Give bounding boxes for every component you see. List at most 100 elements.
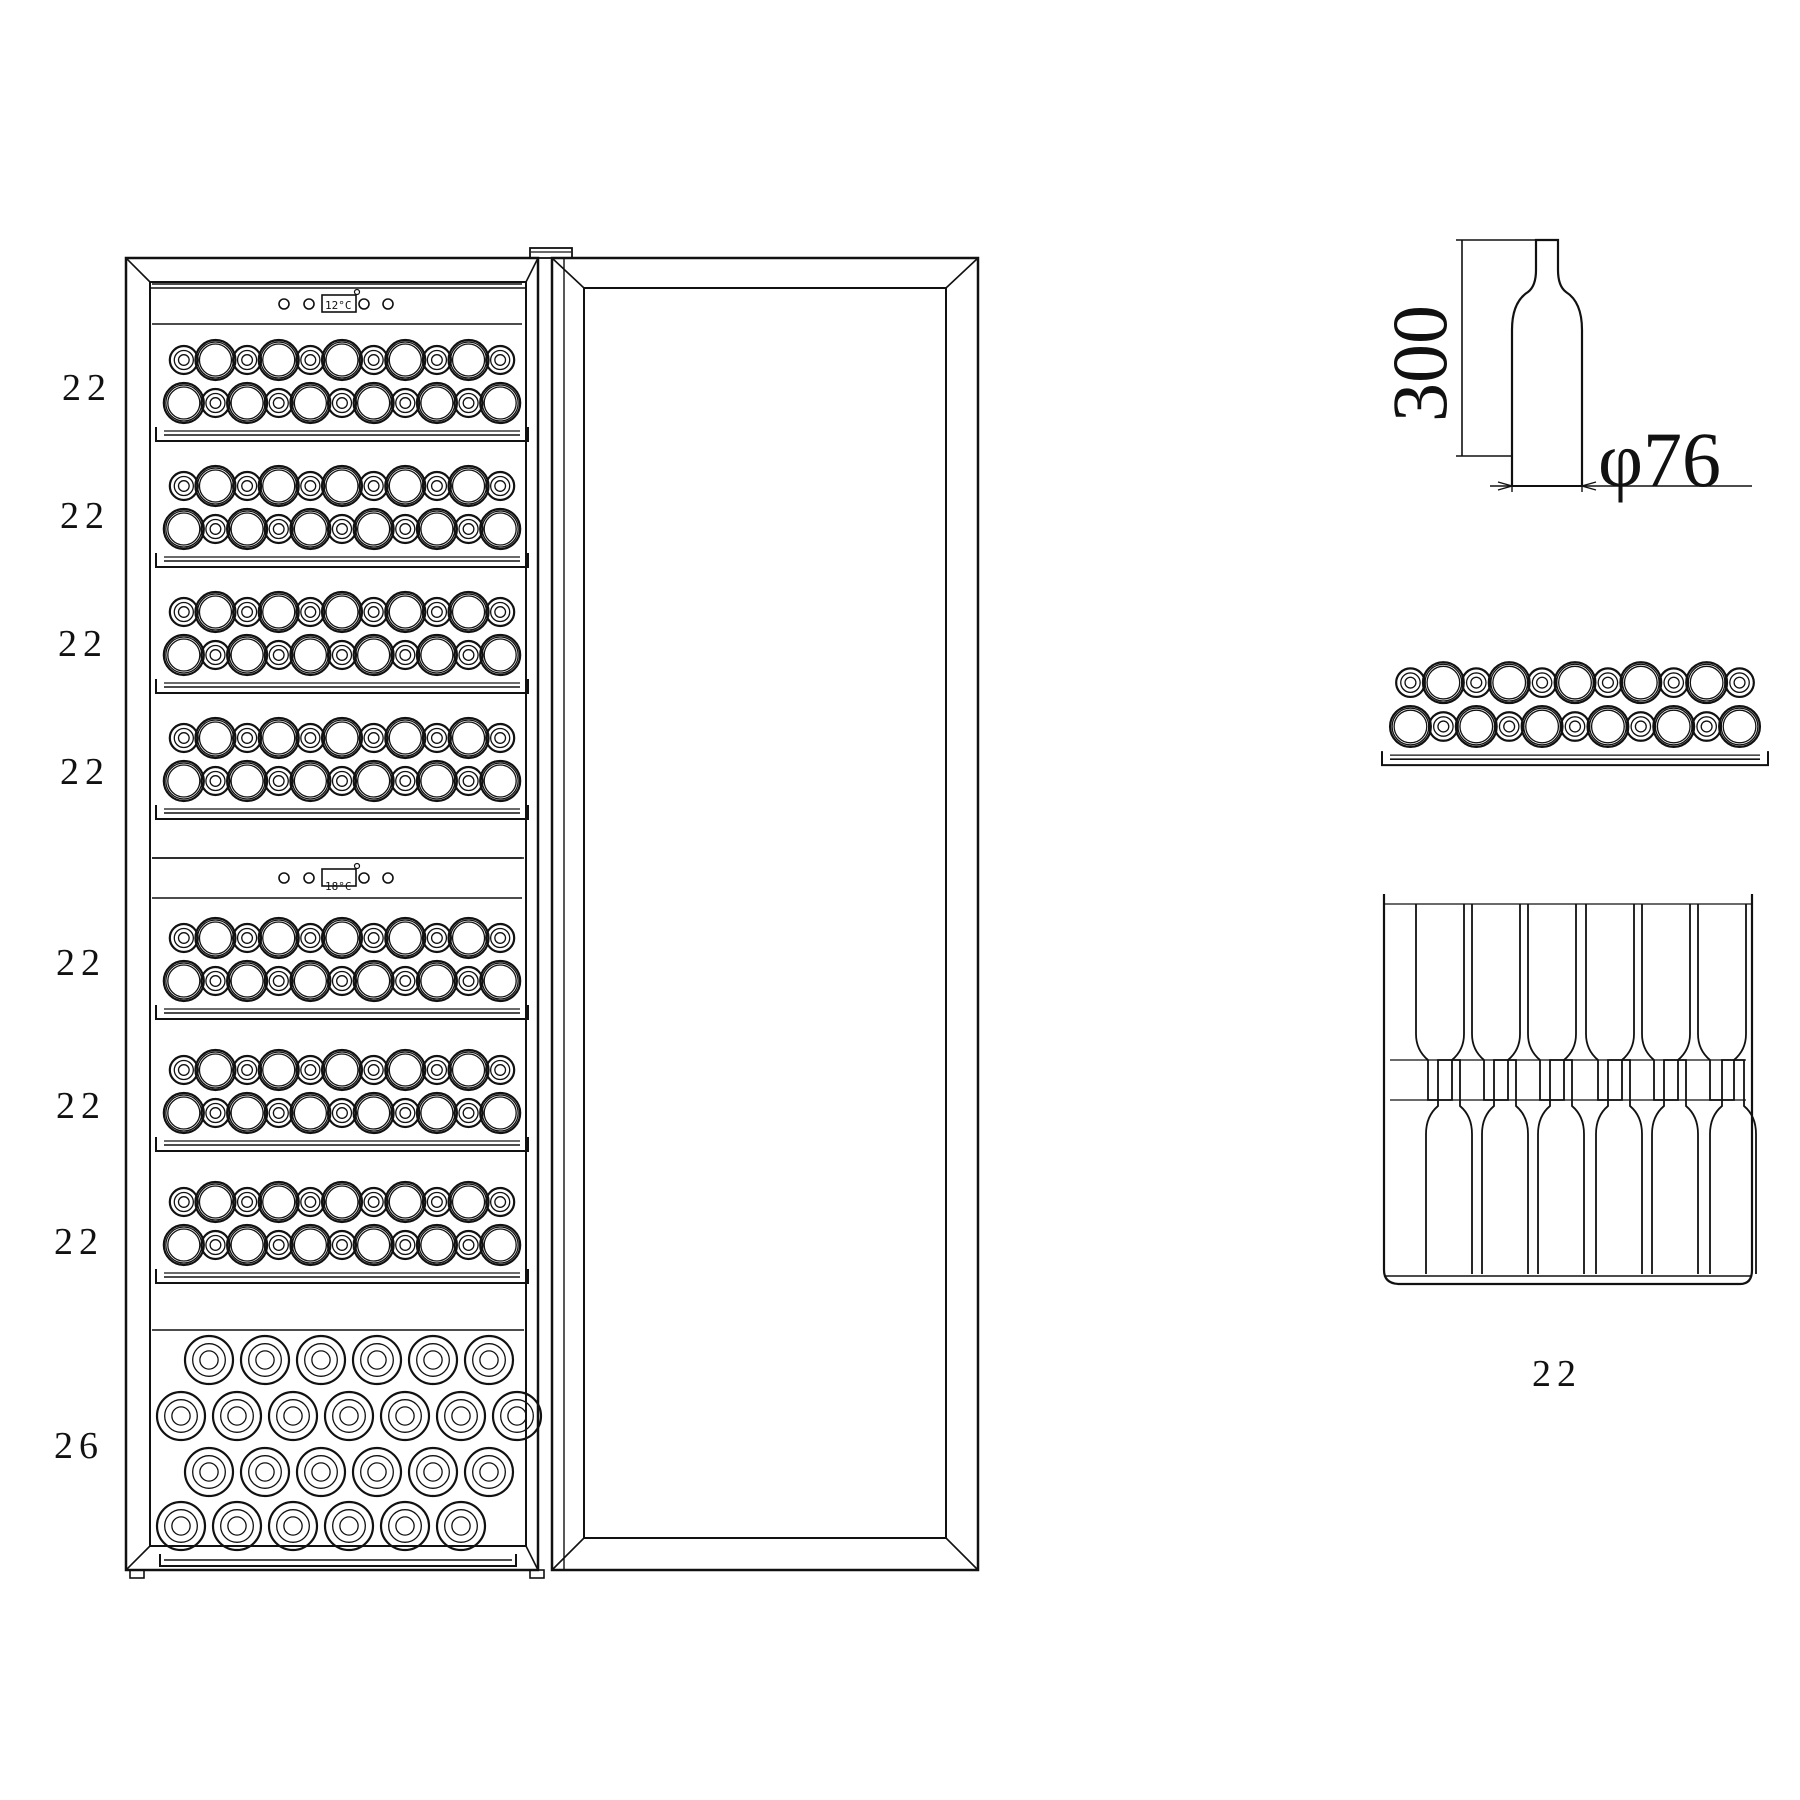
bottle-neck-cork xyxy=(367,732,380,744)
bottle-end-ring xyxy=(293,1228,328,1262)
bottle-neck-cork xyxy=(399,775,412,787)
bottle-end-ring xyxy=(167,512,201,546)
bottle-neck-cork xyxy=(395,1406,415,1426)
bottle-end-ring xyxy=(262,343,296,377)
bottle-end-ring xyxy=(325,721,359,755)
bottle-end xyxy=(194,916,237,960)
bottle-end-ring xyxy=(388,921,422,955)
bottle-neck-cork xyxy=(304,480,317,492)
bottle-neck-cork xyxy=(209,975,222,987)
bottle-neck-end xyxy=(485,596,516,628)
bottle-end xyxy=(289,1091,332,1135)
bottle-end xyxy=(257,464,300,508)
shelf-count-1: 22 xyxy=(62,367,112,409)
zone-display-lower: 18°C xyxy=(325,880,352,893)
bottle-neck-cork xyxy=(479,1462,499,1482)
bottle-end-ring xyxy=(354,510,393,548)
bottle-neck-ring xyxy=(500,1399,534,1433)
bottle-end-ring xyxy=(418,1226,456,1264)
bottle-neck-end xyxy=(379,1390,431,1442)
bottle-neck-cork xyxy=(227,1406,247,1426)
bottle-neck-ring xyxy=(331,970,353,992)
bottle-end-ring xyxy=(451,921,486,955)
bottle-neck-ring xyxy=(248,1343,282,1377)
bottle-neck-ring xyxy=(268,518,289,540)
bottle-end xyxy=(194,1180,237,1224)
bottle-neck-end xyxy=(155,1390,207,1442)
bottle-end-ring xyxy=(483,638,517,672)
bottle-end xyxy=(225,507,269,551)
bottle-end-ring xyxy=(1391,707,1430,746)
bottle-end-ring xyxy=(323,919,361,957)
bottle-neck-cork xyxy=(283,1406,303,1426)
side-bottle-upper xyxy=(1585,904,1635,1101)
bottle-end xyxy=(257,1180,300,1224)
bottle-neck-cork xyxy=(241,354,254,366)
shelf-rail xyxy=(155,553,529,568)
bottle-neck-ring xyxy=(490,1191,511,1213)
cabinet-foot xyxy=(129,1569,145,1579)
bottle-end xyxy=(320,916,364,960)
bottle-neck-end xyxy=(295,1446,347,1498)
bottle-end-ring xyxy=(354,636,393,674)
bottle-end-ring xyxy=(325,921,359,955)
bottle-end-ring xyxy=(356,964,391,998)
bottle-neck-end xyxy=(485,1186,516,1218)
bottle-neck-cork xyxy=(241,606,254,618)
bottle-neck-ring xyxy=(173,927,194,949)
bevel xyxy=(525,1545,539,1571)
bottle-neck-cork xyxy=(304,354,317,366)
shelf-rail xyxy=(155,805,529,820)
bottle-neck-cork xyxy=(494,354,507,366)
bottle-neck-cork xyxy=(430,732,443,744)
bottle-end xyxy=(479,1223,522,1267)
bottle-neck-ring xyxy=(173,1059,194,1081)
bottle-end-ring xyxy=(386,919,424,957)
bottle-neck-ring xyxy=(490,927,511,949)
bottle-end-ring xyxy=(167,1228,201,1262)
bottle-neck-ring xyxy=(360,1455,394,1489)
bottle-neck-cork xyxy=(462,775,475,787)
bottle-end-ring xyxy=(262,469,296,503)
bottle-end-ring xyxy=(449,593,488,631)
bottle-neck-cork xyxy=(272,1107,285,1119)
bottle-neck-end xyxy=(485,722,516,754)
bottle-neck-ring xyxy=(331,644,353,666)
bottle-end xyxy=(289,381,332,425)
bottle-neck-cork xyxy=(462,523,475,535)
bottle-end-ring xyxy=(293,638,328,672)
bottle-end xyxy=(257,1048,300,1092)
bottle-end xyxy=(384,916,427,960)
bottle-end-ring xyxy=(451,721,486,755)
bottle-end xyxy=(257,716,300,760)
bottle-neck-cork xyxy=(430,354,443,366)
bottle-neck-ring xyxy=(236,601,258,623)
bottle-outline xyxy=(1510,238,1584,486)
bottle-neck-cork xyxy=(177,932,190,944)
temperature-display xyxy=(321,868,357,887)
bottle-end xyxy=(384,464,427,508)
bottle-end-ring xyxy=(293,764,328,798)
bottle-end-ring xyxy=(449,341,488,379)
side-bottle-lower xyxy=(1537,1059,1585,1274)
bottle-neck-cork xyxy=(451,1406,471,1426)
bottle-end-ring xyxy=(198,469,233,503)
bottle-neck-cork xyxy=(367,1350,387,1370)
bottle-end-ring xyxy=(323,341,361,379)
bottle-end-ring xyxy=(230,1096,264,1130)
bottle-neck-ring xyxy=(205,1234,226,1256)
bottle-neck-end xyxy=(435,1500,487,1552)
bottle-end-ring xyxy=(1523,707,1562,746)
bottle-neck-ring xyxy=(1696,716,1717,737)
bottle-end-ring xyxy=(1720,707,1759,746)
bottle-end xyxy=(194,338,237,382)
bottle-neck-cork xyxy=(304,1196,317,1208)
bottle-end xyxy=(225,959,269,1003)
bottle-neck-ring xyxy=(1465,672,1487,694)
bottle-end xyxy=(352,507,395,551)
bottle-neck-cork xyxy=(494,932,507,944)
bottle-neck-cork xyxy=(171,1406,191,1426)
bottle-end-ring xyxy=(230,764,264,798)
side-bottle-lower xyxy=(1709,1059,1757,1274)
